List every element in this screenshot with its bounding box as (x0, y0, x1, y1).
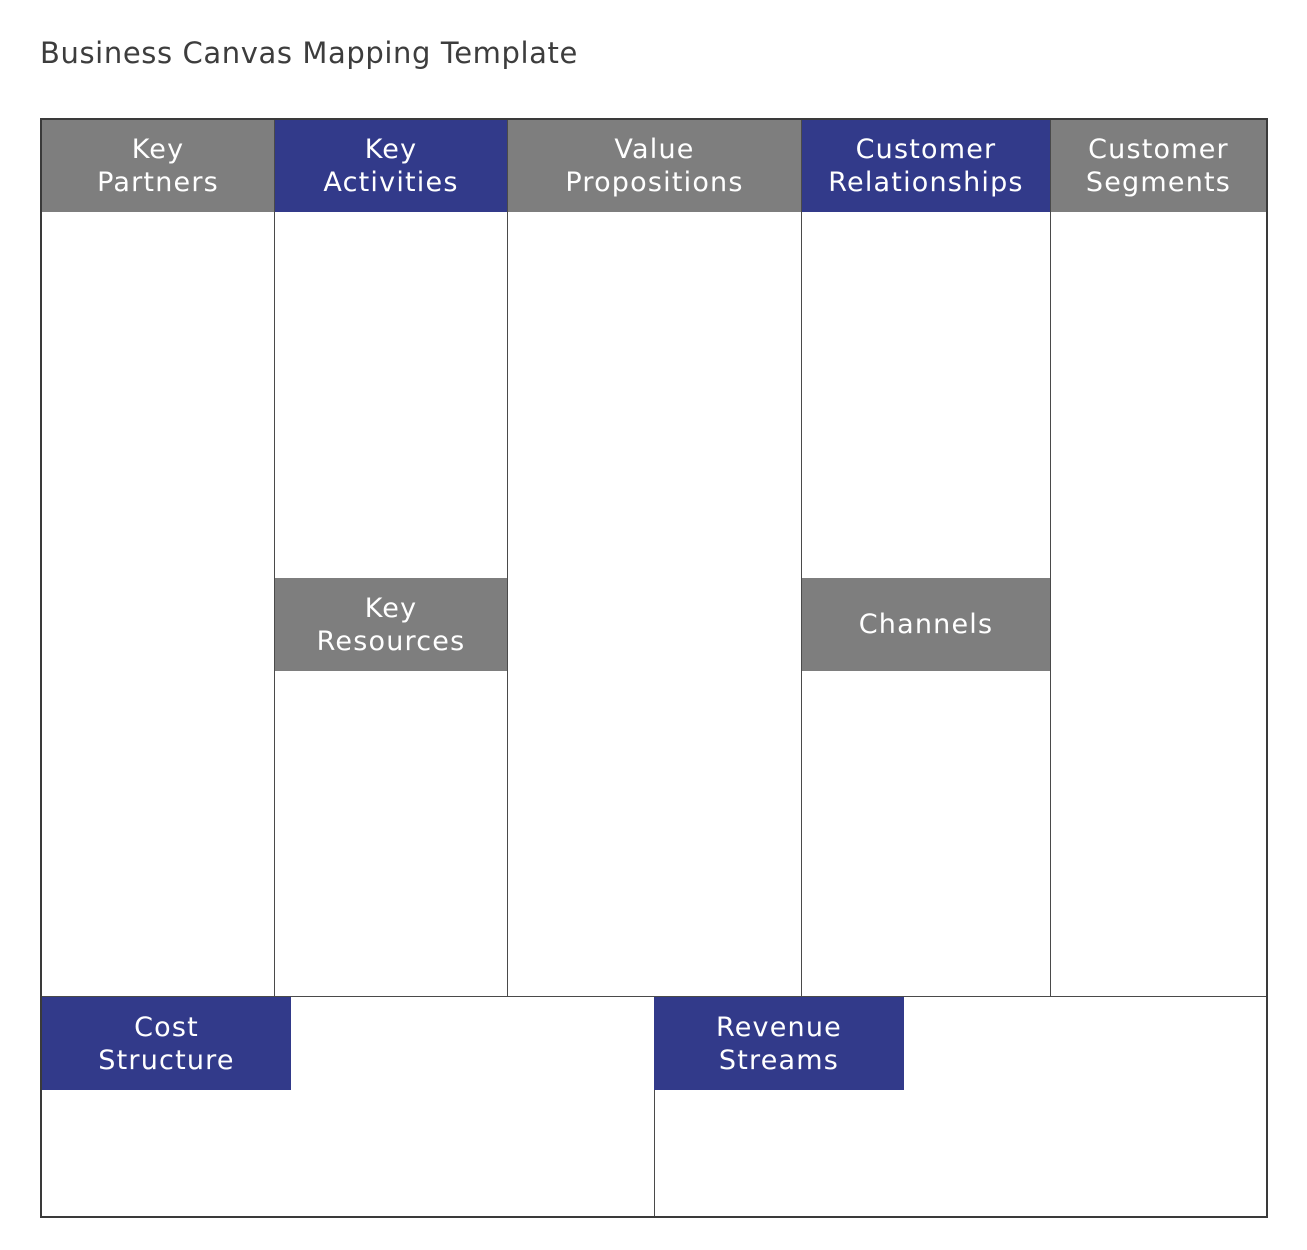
divider-cost-revenue (654, 997, 655, 1216)
key-activities-header: Key Activities (275, 120, 507, 212)
value-propositions-header: Value Propositions (508, 120, 801, 212)
key-resources-header: Key Resources (275, 578, 507, 671)
channels-header: Channels (802, 578, 1050, 671)
divider-activities-value (507, 120, 508, 996)
customer-segments-header: Customer Segments (1051, 120, 1266, 212)
divider-relationships-segments (1050, 120, 1051, 996)
page-title: Business Canvas Mapping Template (40, 36, 578, 70)
key-partners-header: Key Partners (42, 120, 274, 212)
divider-value-relationships (801, 120, 802, 996)
divider-top-bottom (42, 996, 1266, 997)
revenue-streams-header: Revenue Streams (654, 997, 904, 1090)
customer-relationships-header: Customer Relationships (802, 120, 1050, 212)
divider-partners-activities (274, 120, 275, 996)
cost-structure-header: Cost Structure (42, 997, 291, 1090)
business-model-canvas: Key Partners Key Activities Value Propos… (40, 118, 1268, 1218)
